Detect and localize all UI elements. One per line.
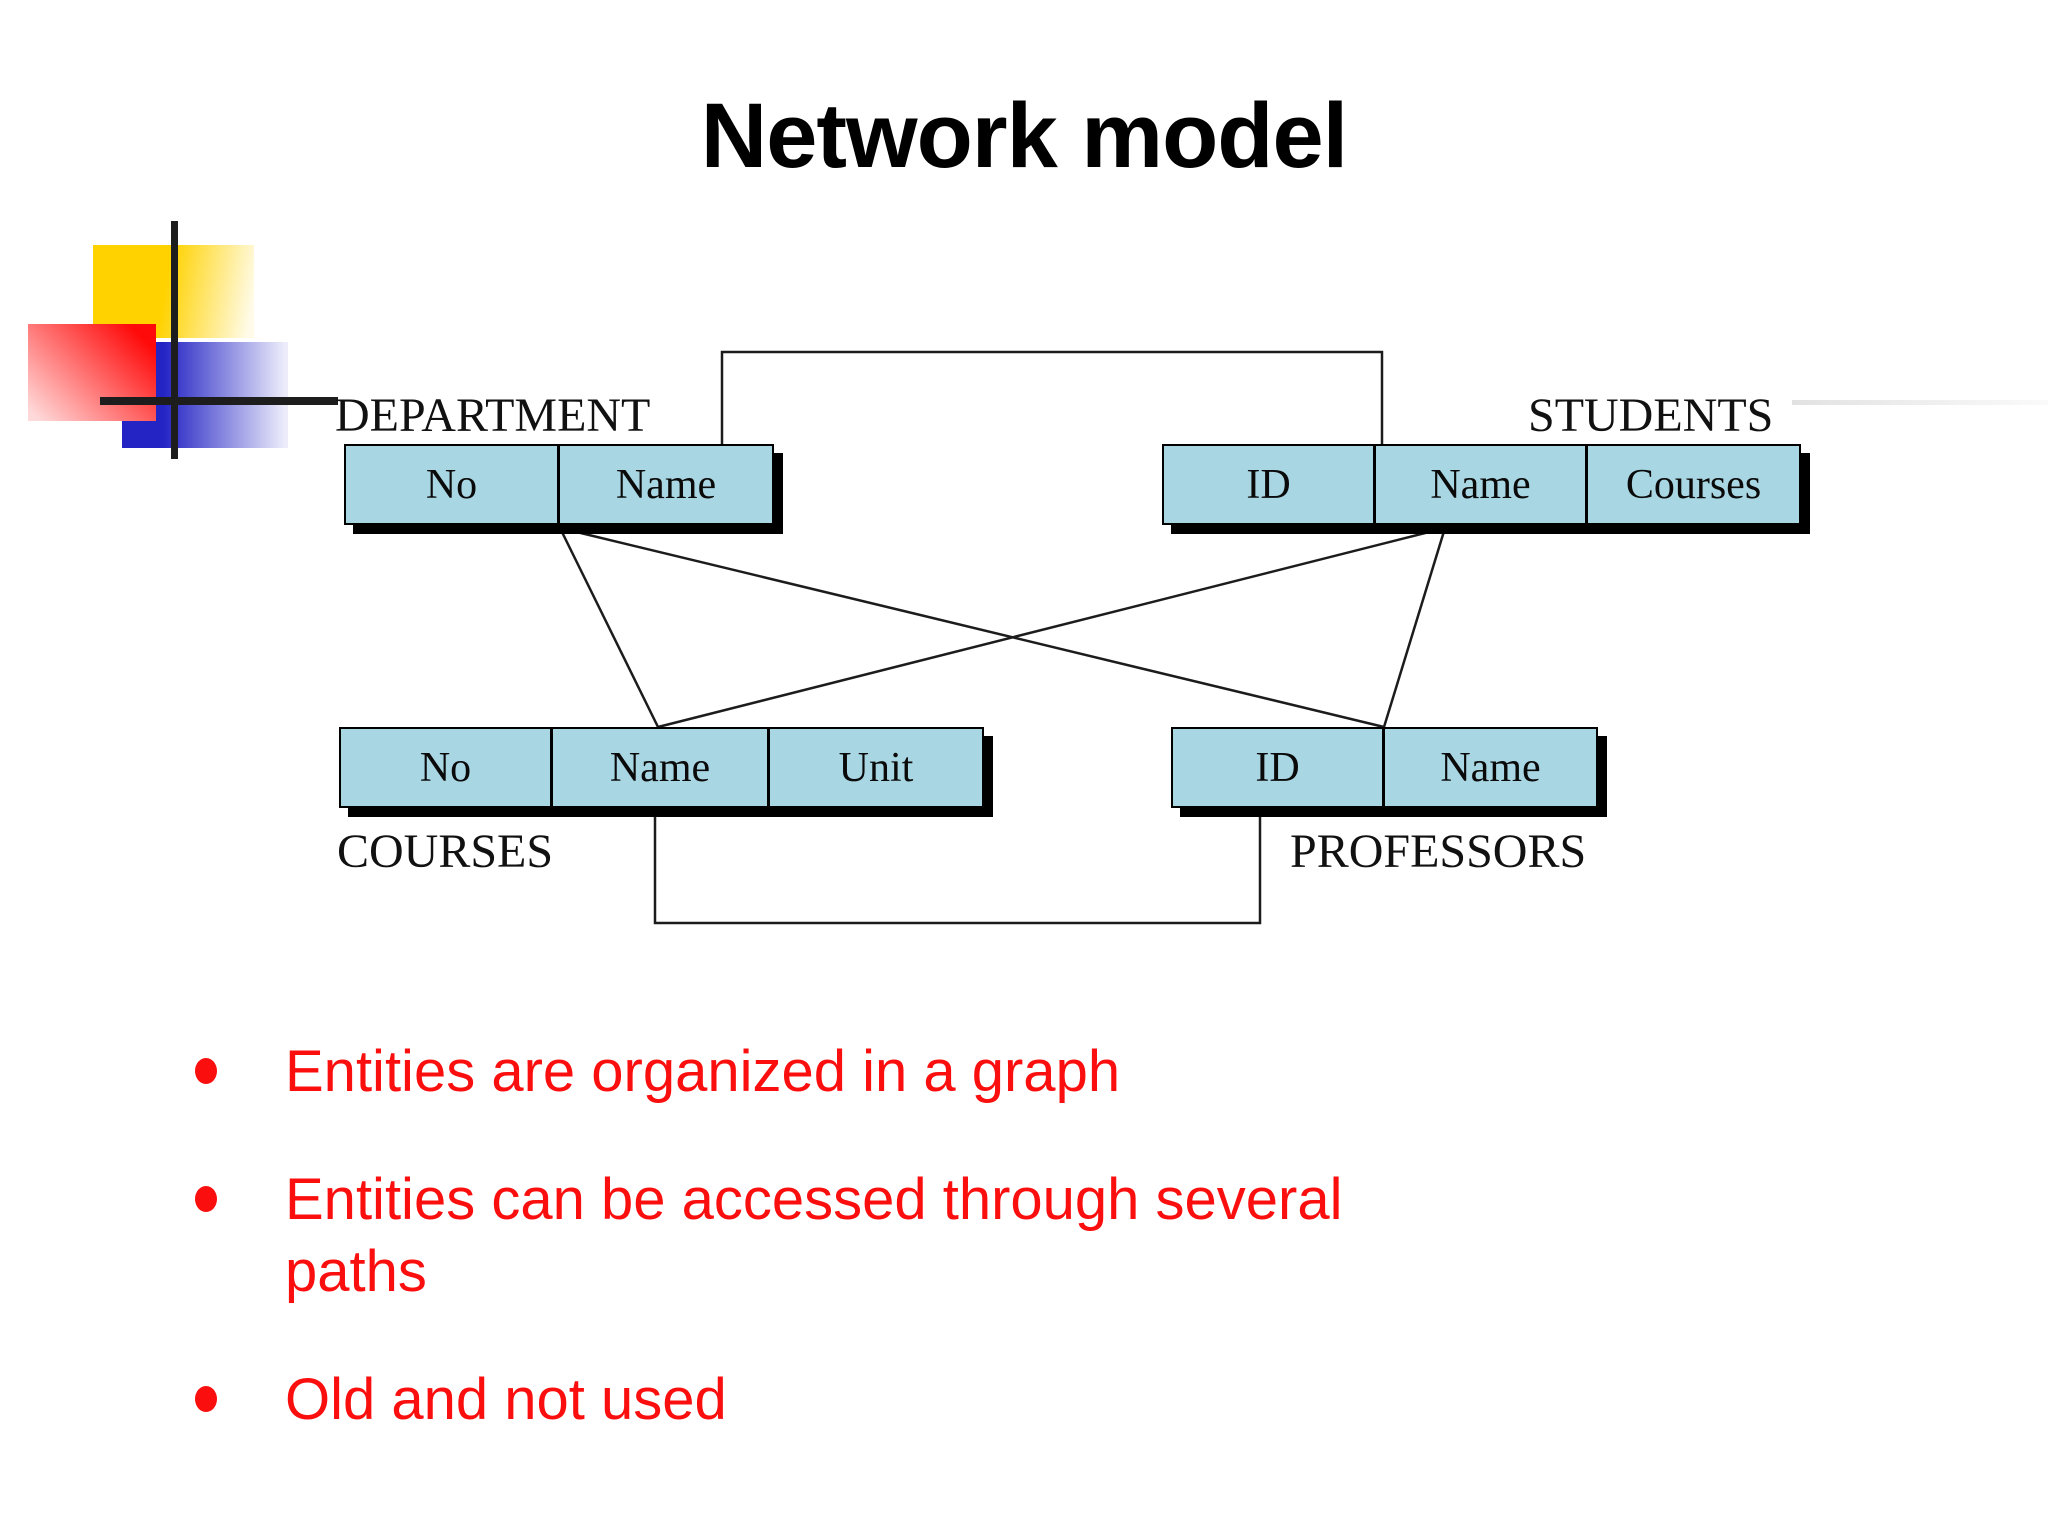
bullet-line: Entities can be accessed through several <box>285 1167 1343 1232</box>
entity-table-professors: ID Name <box>1171 727 1598 808</box>
connection-department-courses <box>558 527 660 728</box>
connection-department-professors <box>559 526 1385 729</box>
cell-courses-no: No <box>341 729 550 806</box>
logo-cross-horizontal-line <box>100 397 338 405</box>
cell-courses-name: Name <box>550 729 767 806</box>
bullet-line: paths <box>285 1239 427 1304</box>
logo-red-square <box>28 324 156 421</box>
bullet-text: Old and not used <box>285 1364 1915 1436</box>
connection-courses-professors <box>653 808 1262 925</box>
cell-students-id: ID <box>1164 446 1373 523</box>
bullet-text: Entities can be accessed through several… <box>285 1164 1915 1308</box>
bullet-line: Entities are organized in a graph <box>285 1039 1121 1104</box>
cell-professors-name: Name <box>1382 729 1596 806</box>
connection-students-professors <box>1382 527 1447 728</box>
connection-students-courses <box>657 526 1446 729</box>
entity-table-students: ID Name Courses <box>1162 444 1801 525</box>
connection-department-students <box>720 350 1384 444</box>
bullet-dot-icon <box>195 1164 285 1308</box>
cell-students-name: Name <box>1373 446 1585 523</box>
cell-professors-id: ID <box>1173 729 1382 806</box>
students-side-decoration-line <box>1792 400 2048 405</box>
bullet-item-2: Entities can be accessed through several… <box>195 1164 1915 1308</box>
cell-department-name: Name <box>557 446 772 523</box>
bullet-text: Entities are organized in a graph <box>285 1036 1915 1108</box>
entity-table-courses: No Name Unit <box>339 727 984 808</box>
bullet-line: Old and not used <box>285 1367 727 1432</box>
bullet-item-3: Old and not used <box>195 1364 1915 1436</box>
bullet-dot-icon <box>195 1036 285 1108</box>
cell-courses-unit: Unit <box>767 729 982 806</box>
cell-department-no: No <box>346 446 557 523</box>
bullet-list: Entities are organized in a graph Entiti… <box>195 1036 1915 1492</box>
entity-label-students: STUDENTS <box>1528 389 1774 442</box>
bullet-item-1: Entities are organized in a graph <box>195 1036 1915 1108</box>
bullet-dot-icon <box>195 1364 285 1436</box>
slide-title: Network model <box>700 85 1348 187</box>
entity-label-department: DEPARTMENT <box>335 389 651 442</box>
entity-table-department: No Name <box>344 444 774 525</box>
cell-students-courses: Courses <box>1585 446 1799 523</box>
entity-label-professors: PROFESSORS <box>1290 825 1587 878</box>
logo-cross-vertical-line <box>171 221 178 459</box>
entity-label-courses: COURSES <box>337 825 554 878</box>
